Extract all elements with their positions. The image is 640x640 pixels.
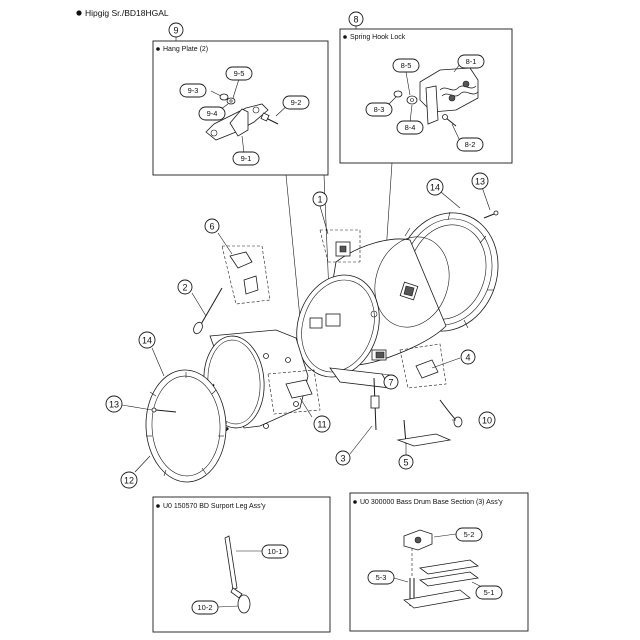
inset-header-base-section: U0 300000 Bass Drum Base Section (3) Ass… (360, 499, 503, 506)
inset-header-spring-hook-lock: Spring Hook Lock (350, 34, 406, 41)
callout-14-right: 14 (426, 178, 444, 196)
label-8-2: 8-2 (456, 137, 484, 152)
title-text: Hipgig Sr./BD18HGAL (85, 8, 169, 18)
inset-spring-hook-lock: Spring Hook Lock 8-1 (339, 28, 513, 164)
callout-11: 11 (313, 415, 331, 433)
svg-text:8-1: 8-1 (466, 57, 477, 66)
svg-text:8-3: 8-3 (374, 105, 385, 114)
callout-7: 7 (383, 374, 399, 390)
callout-leaders (121, 186, 491, 473)
support-leg-drawing (217, 535, 262, 614)
svg-text:9-3: 9-3 (188, 86, 199, 95)
callout-6: 6 (204, 218, 220, 234)
spring-hook-lock-drawing (384, 63, 479, 142)
svg-text:5-2: 5-2 (464, 530, 475, 539)
svg-text:10: 10 (482, 416, 492, 426)
svg-text:5-3: 5-3 (376, 573, 387, 582)
callout-14-left: 14 (138, 331, 156, 349)
svg-text:13: 13 (475, 177, 485, 187)
label-8-1: 8-1 (457, 54, 485, 69)
callout-1: 1 (312, 191, 328, 207)
main-parts (151, 210, 499, 447)
callout-3: 3 (335, 450, 351, 466)
callout-4: 4 (460, 349, 476, 365)
svg-text:5-1: 5-1 (484, 588, 495, 597)
callout-12: 12 (120, 471, 138, 489)
svg-text:12: 12 (124, 476, 134, 486)
diagram-title: Hipgig Sr./BD18HGAL (76, 8, 169, 18)
svg-text:5: 5 (403, 458, 408, 468)
label-9-3: 9-3 (179, 83, 207, 98)
svg-text:9: 9 (173, 26, 178, 36)
svg-text:6: 6 (209, 222, 214, 232)
svg-text:4: 4 (465, 353, 470, 363)
callout-5: 5 (398, 454, 414, 470)
base-section-drawing (393, 529, 493, 609)
label-10-2: 10-2 (191, 600, 219, 615)
label-10-1: 10-1 (261, 544, 289, 559)
inset-base-section: U0 300000 Bass Drum Base Section (3) Ass… (349, 492, 529, 632)
label-8-4: 8-4 (396, 120, 424, 135)
callout-10: 10 (478, 411, 496, 429)
svg-text:14: 14 (430, 183, 440, 193)
inset-header-hang-plate: Hang Plate (2) (163, 46, 208, 53)
callout-2: 2 (177, 279, 193, 295)
inset-header-support-leg: U0 150570 BD Surport Leg Ass'y (163, 503, 266, 510)
callout-13-right: 13 (471, 172, 489, 190)
label-8-3: 8-3 (365, 102, 393, 117)
bass-drum-assembly: YAMAHA (145, 211, 499, 483)
svg-text:14: 14 (142, 336, 152, 346)
svg-text:11: 11 (317, 420, 326, 430)
label-5-1: 5-1 (475, 585, 503, 600)
label-8-5: 8-5 (392, 58, 420, 73)
label-9-1: 9-1 (232, 151, 260, 166)
svg-text:7: 7 (388, 378, 393, 388)
label-9-5: 9-5 (225, 66, 253, 81)
svg-text:9-2: 9-2 (291, 98, 302, 107)
svg-text:9-1: 9-1 (241, 154, 252, 163)
svg-text:8-2: 8-2 (465, 140, 476, 149)
label-9-4: 9-4 (198, 106, 226, 121)
callout-9: 9 (168, 22, 184, 41)
svg-text:3: 3 (340, 454, 345, 464)
callout-13-left: 13 (105, 395, 123, 413)
svg-text:8-4: 8-4 (405, 123, 416, 132)
label-5-3: 5-3 (367, 570, 395, 585)
svg-text:9-4: 9-4 (207, 109, 218, 118)
svg-text:8-5: 8-5 (401, 61, 412, 70)
svg-text:13: 13 (109, 400, 119, 410)
svg-text:8: 8 (353, 15, 358, 25)
inset-support-leg: U0 150570 BD Surport Leg Ass'y 10-1 10-2 (152, 496, 331, 633)
svg-text:10-1: 10-1 (267, 547, 282, 556)
label-9-2: 9-2 (282, 95, 310, 110)
label-5-2: 5-2 (455, 527, 483, 542)
inset-hang-plate: Hang Plate (2) 9-5 9 (152, 40, 329, 176)
svg-text:10-2: 10-2 (197, 603, 212, 612)
hang-plate-drawing (205, 78, 291, 154)
svg-text:1: 1 (317, 195, 322, 205)
svg-text:9-5: 9-5 (234, 69, 245, 78)
callout-8: 8 (348, 11, 364, 29)
svg-text:2: 2 (182, 283, 187, 293)
